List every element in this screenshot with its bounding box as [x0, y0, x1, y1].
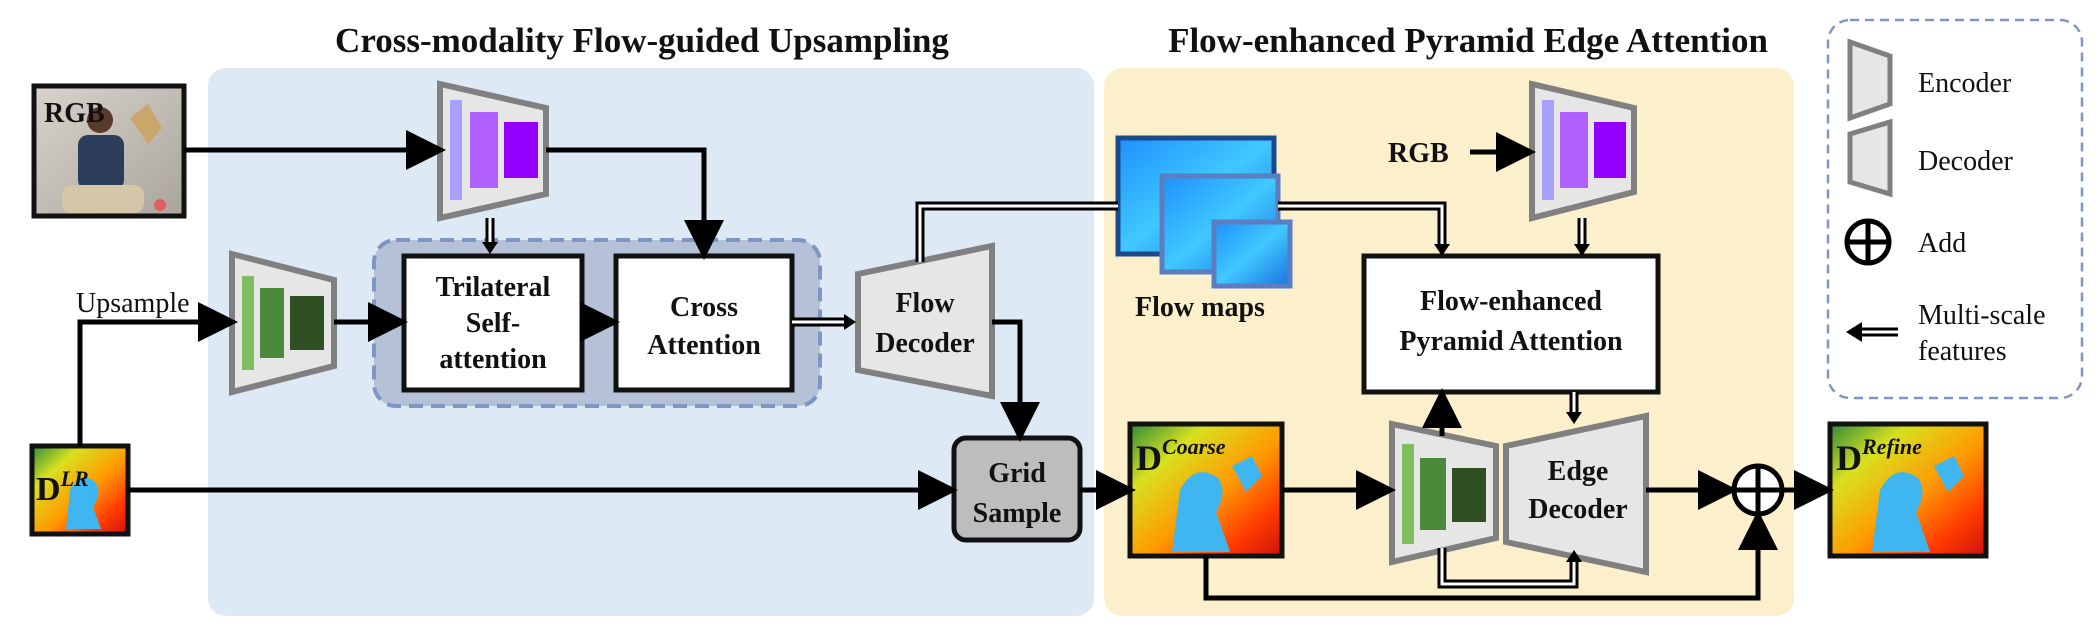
- grid-sample-line-1: Grid: [988, 458, 1046, 489]
- depth-coarse-image: DCoarse: [1127, 421, 1285, 559]
- legend-add-label: Add: [1918, 228, 1966, 259]
- flow-decoder-line-1: Flow: [895, 288, 955, 319]
- upsample-label: Upsample: [76, 288, 190, 319]
- pyramid-attention-line-2: Pyramid Attention: [1399, 326, 1623, 357]
- rgb-encoder-right: [1529, 80, 1637, 222]
- flow-decoder-box: [855, 242, 995, 400]
- edge-decoder-box: [1503, 412, 1649, 576]
- svg-text:DLR: DLR: [36, 466, 89, 508]
- legend-decoder-label: Decoder: [1918, 146, 2014, 177]
- left-panel-title: Cross-modality Flow-guided Upsampling: [335, 21, 949, 60]
- legend-add-icon: [1844, 218, 1892, 266]
- legend-panel: [1826, 18, 2084, 400]
- depth-refine-label: D: [1836, 438, 1862, 478]
- trilateral-line-1: Trilateral: [436, 272, 551, 303]
- flow-decoder-line-2: Decoder: [875, 328, 975, 359]
- trilateral-line-2: Self-: [466, 308, 520, 339]
- legend-encoder-icon: [1847, 38, 1893, 122]
- edge-encoder: [1389, 420, 1499, 566]
- right-panel-title: Flow-enhanced Pyramid Edge Attention: [1168, 21, 1768, 60]
- edge-decoder-line-2: Decoder: [1528, 494, 1628, 525]
- legend-multiscale-line-2: features: [1918, 336, 2007, 367]
- legend-multiscale-icon: [1846, 322, 1898, 342]
- cross-attention-line-2: Attention: [647, 330, 761, 361]
- legend-decoder-icon: [1847, 118, 1893, 198]
- depth-refine-superscript: Refine: [1861, 434, 1922, 459]
- flow-maps-label: Flow maps: [1135, 292, 1265, 323]
- cross-attention-box: [613, 253, 795, 393]
- flow-maps-stack: [1115, 135, 1293, 289]
- depth-lr-image: DLR: [29, 443, 131, 537]
- depth-lr-label: D: [36, 471, 61, 508]
- legend-multiscale-line-1: Multi-scale: [1918, 300, 2046, 331]
- pyramid-attention-line-1: Flow-enhanced: [1420, 286, 1602, 317]
- trilateral-line-3: attention: [439, 344, 547, 375]
- connectors: [77, 130, 1834, 601]
- depth-lr-superscript: LR: [60, 466, 89, 491]
- add-icon: [1731, 463, 1785, 517]
- depth-refine-image: DRefine: [1827, 421, 1989, 559]
- pyramid-attention-box: [1361, 253, 1661, 395]
- depth-coarse-label: D: [1136, 438, 1162, 478]
- legend-encoder-label: Encoder: [1918, 68, 2012, 99]
- rgb-image-label: RGB: [44, 98, 105, 129]
- cross-attention-line-1: Cross: [670, 292, 738, 323]
- svg-text:DRefine: DRefine: [1836, 434, 1922, 478]
- depth-encoder: [229, 250, 337, 396]
- svg-text:DCoarse: DCoarse: [1136, 434, 1226, 478]
- depth-coarse-superscript: Coarse: [1162, 434, 1226, 459]
- rgb-input-image: RGB: [31, 83, 187, 219]
- grid-sample-line-2: Sample: [973, 498, 1062, 529]
- rgb-encoder: [437, 80, 549, 222]
- edge-decoder-line-1: Edge: [1548, 456, 1609, 487]
- rgb-text-label: RGB: [1388, 138, 1449, 169]
